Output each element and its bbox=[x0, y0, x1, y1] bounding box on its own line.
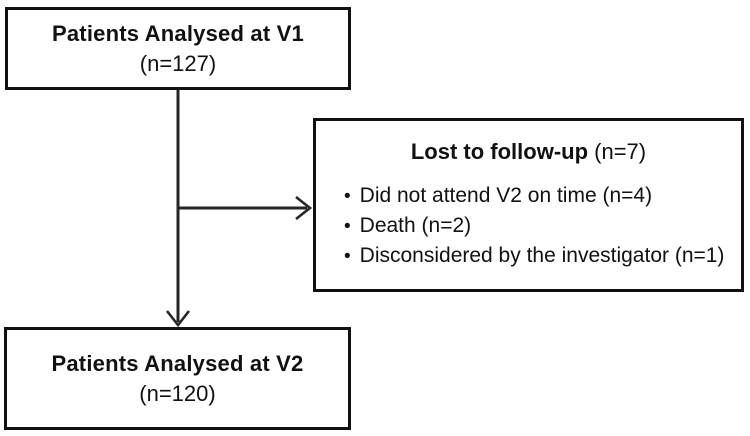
arrow-branch-to-lost-head-icon bbox=[295, 195, 313, 221]
box-lost-title-bold: Lost to follow-up bbox=[410, 139, 589, 164]
box-lost-title: Lost to follow-up (n=7) bbox=[332, 139, 725, 165]
list-item: • Death (n=2) bbox=[344, 211, 725, 241]
lost-reason-text: Disconsidered by the investigator (n=1) bbox=[359, 243, 725, 267]
box-patients-v2-title: Patients Analysed at V2 bbox=[51, 350, 304, 376]
box-patients-v1-count: (n=127) bbox=[139, 50, 217, 76]
lost-reason-text: Did not attend V2 on time (n=4) bbox=[359, 184, 653, 207]
lost-reason-text: Death (n=2) bbox=[359, 213, 472, 237]
box-patients-v2-count: (n=120) bbox=[139, 380, 216, 406]
box-patients-v1: Patients Analysed at V1 (n=127) bbox=[5, 7, 351, 90]
bullet-icon: • bbox=[344, 186, 351, 207]
box-patients-v2: Patients Analysed at V2 (n=120) bbox=[4, 327, 351, 430]
bullet-icon: • bbox=[344, 245, 351, 267]
bullet-icon: • bbox=[344, 215, 351, 237]
box-lost-to-follow-up: Lost to follow-up (n=7) • Did not attend… bbox=[313, 118, 744, 292]
box-lost-title-count: (n=7) bbox=[588, 139, 647, 164]
lost-reasons-list: • Did not attend V2 on time (n=4) • Deat… bbox=[332, 181, 725, 271]
list-item: • Disconsidered by the investigator (n=1… bbox=[344, 241, 725, 271]
arrow-v1-to-v2-head-icon bbox=[165, 310, 191, 328]
box-patients-v1-title: Patients Analysed at V1 bbox=[52, 20, 304, 46]
list-item: • Did not attend V2 on time (n=4) bbox=[344, 181, 725, 211]
